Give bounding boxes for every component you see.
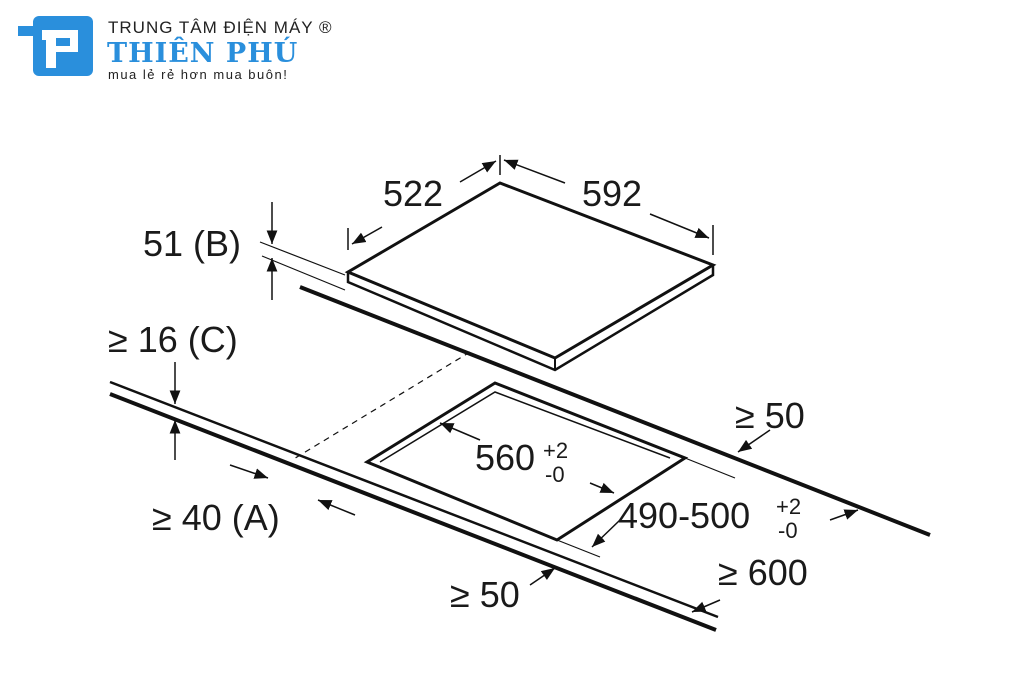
dim-front-gap-a-label: ≥ 40 (A) [152,497,280,538]
cutout-width-tol-minus: -0 [545,462,565,487]
dim-height-b-label: 51 (B) [143,223,241,264]
logo-line1: TRUNG TÂM ĐIỆN MÁY ® [108,18,333,37]
brand-logo: TRUNG TÂM ĐIỆN MÁY ® THIÊN PHÚ mua lẻ rẻ… [18,16,333,82]
drawing-lines [109,155,931,632]
dim-depth-label: 522 [383,173,443,214]
logo-line2: THIÊN PHÚ [107,35,298,69]
cutout-width-tol-plus: +2 [543,438,568,463]
dim-width-label: 592 [582,173,642,214]
dashed-guide [291,351,471,461]
worktop-front-edge-top [109,380,719,619]
dim-cutout-depth-label: 490-500 [618,495,750,536]
dim-worktop-depth-label: ≥ 600 [718,552,808,593]
cutout-depth-tol-plus: +2 [776,494,801,519]
logo-tagline: mua lẻ rẻ hơn mua buôn! [108,67,288,82]
dim-cutout-width-label: 560 [475,437,535,478]
logo-icon [18,16,93,76]
worktop-back-edge [299,285,931,537]
cutout-depth-tol-minus: -0 [778,518,798,543]
worktop-front-edge-bottom [109,392,717,632]
dim-gap-c-label: ≥ 16 (C) [108,319,238,360]
dim-side-gap-label: ≥ 50 [450,574,520,615]
dim-back-gap-label: ≥ 50 [735,395,805,436]
